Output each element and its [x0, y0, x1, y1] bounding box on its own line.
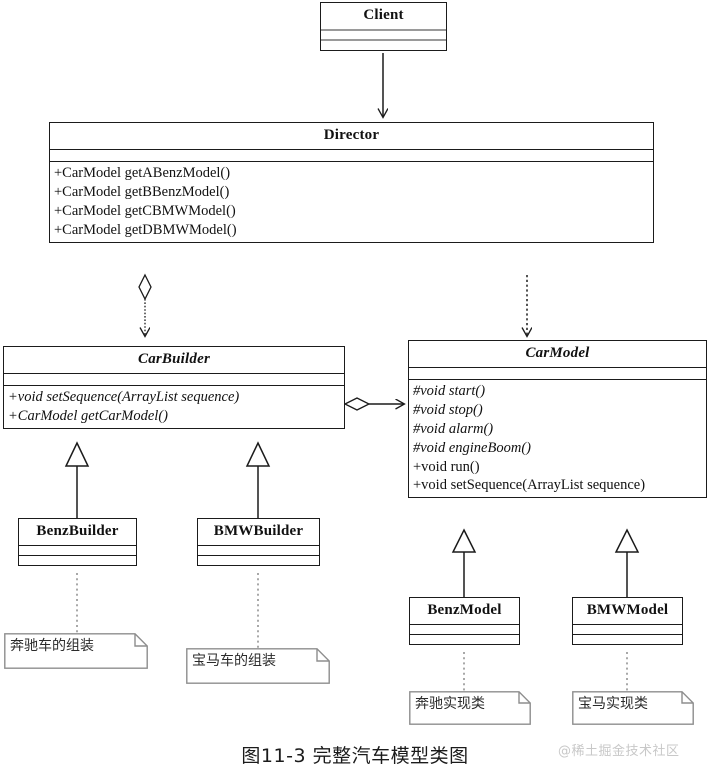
class-box-benzmodel[interactable]: BenzModel — [409, 597, 520, 646]
class-name-carbuilder: CarBuilder — [4, 347, 344, 375]
class-operations-carbuilder: +void setSequence(ArrayList sequence) +C… — [4, 386, 344, 428]
class-attributes-benzbuilder — [19, 546, 136, 557]
class-attributes-benzmodel — [410, 625, 519, 636]
class-operations-benzmodel — [410, 635, 519, 644]
class-name-client: Client — [321, 3, 446, 32]
edge-carbuilder-carmodel — [343, 397, 404, 411]
edge-bmwmodel-carmodel — [614, 528, 640, 597]
operation: #void alarm() — [413, 420, 494, 437]
operation: +CarModel getBBenzModel() — [54, 184, 230, 201]
class-operations-director: +CarModel getABenzModel() +CarModel getB… — [50, 162, 653, 241]
figure-caption: 图11-3 完整汽车模型类图 — [241, 745, 469, 767]
note-text: 宝马实现类 — [578, 696, 648, 712]
operation: +void run() — [413, 458, 480, 475]
class-attributes-client — [321, 31, 446, 42]
class-box-carmodel[interactable]: CarModel #void start() #void stop() #voi… — [408, 340, 707, 499]
note-benz-builder[interactable]: 奔驰车的组装 — [4, 633, 148, 669]
class-operations-carmodel: #void start() #void stop() #void alarm()… — [409, 380, 706, 497]
class-name-bmwmodel: BMWModel — [573, 598, 682, 626]
note-text: 宝马车的组装 — [192, 653, 276, 669]
class-name-director: Director — [50, 123, 653, 151]
class-name-carmodel: CarModel — [409, 341, 706, 369]
operation: +CarModel getDBMWModel() — [54, 221, 237, 238]
class-operations-benzbuilder — [19, 556, 136, 565]
class-box-bmwmodel[interactable]: BMWModel — [572, 597, 683, 646]
class-box-carbuilder[interactable]: CarBuilder +void setSequence(ArrayList s… — [3, 346, 345, 429]
class-box-benzbuilder[interactable]: BenzBuilder — [18, 518, 137, 567]
operation: #void start() — [413, 383, 486, 400]
note-text: 奔驰实现类 — [415, 696, 485, 712]
class-attributes-bmwbuilder — [198, 546, 319, 557]
operation: +void setSequence(ArrayList sequence) — [413, 477, 646, 494]
operation: +CarModel getABenzModel() — [54, 165, 231, 182]
operation: +CarModel getCBMWModel() — [54, 202, 236, 219]
edge-bmwbuilder-carbuilder — [245, 441, 271, 518]
note-bmw-builder[interactable]: 宝马车的组装 — [186, 648, 330, 684]
class-operations-client — [321, 41, 446, 50]
class-name-benzbuilder: BenzBuilder — [19, 519, 136, 547]
class-attributes-carbuilder — [4, 374, 344, 387]
edge-director-carbuilder — [138, 273, 152, 336]
class-attributes-carmodel — [409, 368, 706, 381]
class-name-benzmodel: BenzModel — [410, 598, 519, 626]
class-attributes-bmwmodel — [573, 625, 682, 636]
operation: #void stop() — [413, 402, 483, 419]
operation: #void engineBoom() — [413, 439, 531, 456]
note-text: 奔驰车的组装 — [10, 638, 94, 654]
class-operations-bmwbuilder — [198, 556, 319, 565]
class-attributes-director — [50, 150, 653, 163]
edge-benzmodel-carmodel — [451, 528, 477, 597]
edge-benzbuilder-carbuilder — [64, 441, 90, 518]
class-name-bmwbuilder: BMWBuilder — [198, 519, 319, 547]
operation: +CarModel getCarModel() — [8, 408, 168, 425]
operation: +void setSequence(ArrayList sequence) — [8, 389, 240, 406]
class-box-director[interactable]: Director +CarModel getABenzModel() +CarM… — [49, 122, 654, 243]
class-operations-bmwmodel — [573, 635, 682, 644]
note-bmw-model[interactable]: 宝马实现类 — [572, 691, 694, 725]
watermark-text: @稀土掘金技术社区 — [558, 744, 680, 759]
class-box-client[interactable]: Client — [320, 2, 447, 52]
class-box-bmwbuilder[interactable]: BMWBuilder — [197, 518, 320, 567]
note-benz-model[interactable]: 奔驰实现类 — [409, 691, 531, 725]
